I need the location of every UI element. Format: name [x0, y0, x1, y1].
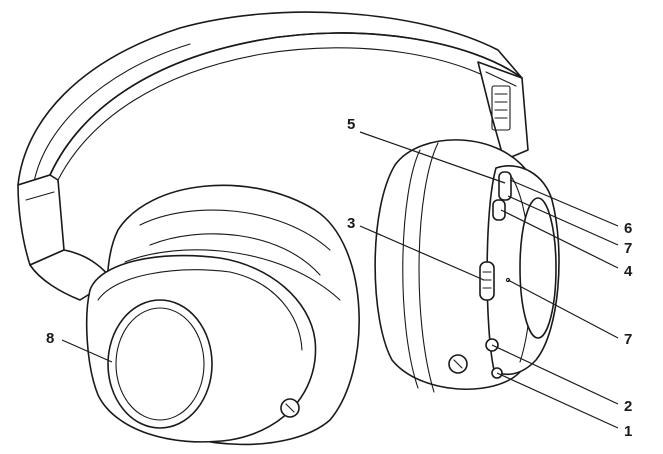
leader-2	[491, 344, 619, 405]
leader-8	[61, 339, 113, 363]
callout-2: 2	[624, 398, 632, 415]
callout-8: 8	[46, 330, 54, 347]
slot-3	[479, 261, 495, 301]
leader-lines	[61, 131, 619, 429]
leader-3	[359, 225, 485, 281]
callout-6: 6	[624, 220, 632, 237]
leader-1	[496, 372, 619, 429]
callout-5: 5	[347, 116, 355, 133]
callout-7-lower: 7	[624, 331, 632, 348]
leader-4	[500, 209, 619, 269]
callout-1: 1	[624, 423, 632, 440]
leader-6	[509, 179, 619, 227]
leader-7a	[507, 195, 619, 246]
left-earcup	[29, 184, 360, 446]
slot-6	[498, 171, 512, 201]
callout-3: 3	[347, 215, 355, 232]
callout-7-upper: 7	[624, 240, 632, 257]
callouts: 5 3 6 7 4 7 2 1 8	[46, 116, 633, 440]
callout-4: 4	[624, 263, 633, 280]
slot-4	[492, 199, 506, 221]
right-earcup	[374, 139, 560, 393]
outer-plate	[107, 299, 213, 429]
headband	[17, 11, 529, 266]
leader-7b	[507, 279, 619, 339]
leader-5	[359, 131, 506, 184]
